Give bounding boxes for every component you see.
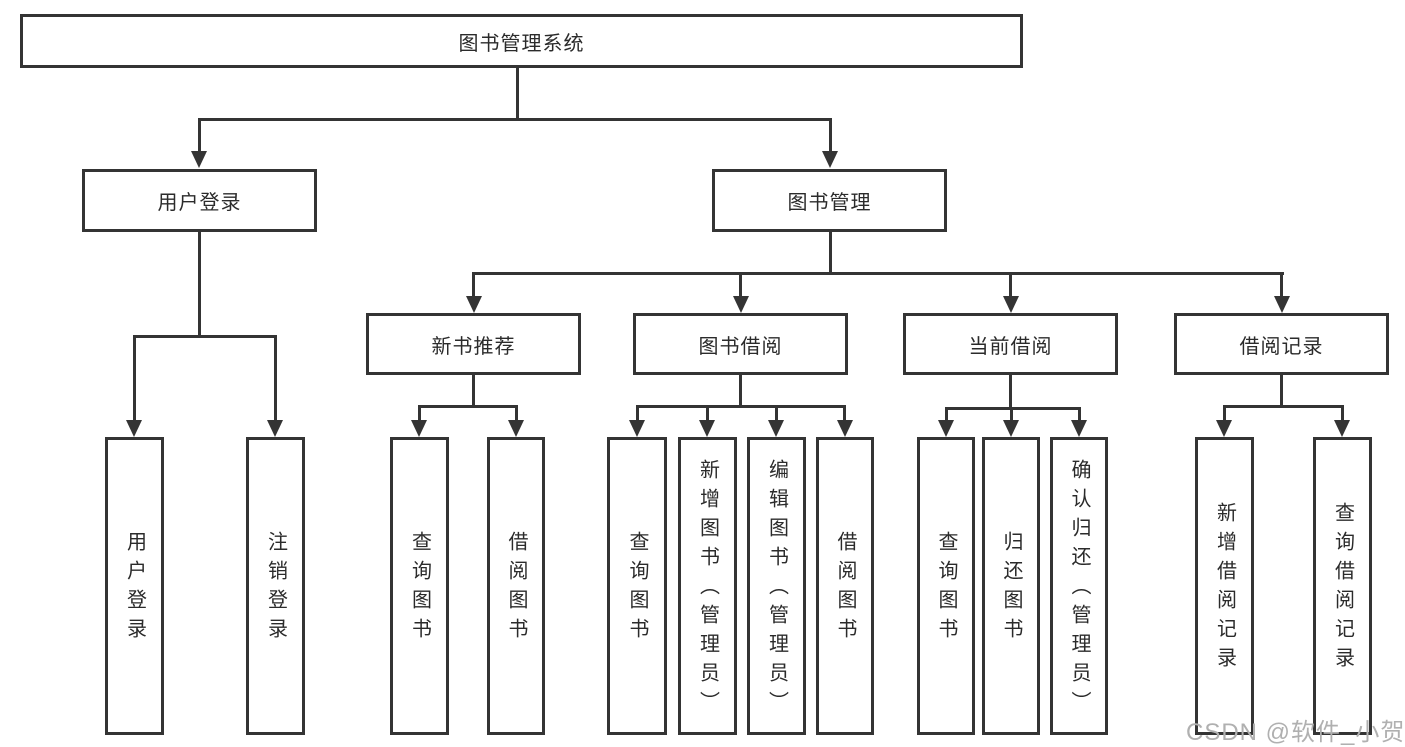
connector-line: [829, 118, 832, 154]
connector-line: [274, 335, 277, 420]
node-query-books-leaf: 查询图书: [917, 437, 975, 735]
connector-line: [1280, 375, 1283, 405]
node-query-borrow-record-leaf: 查询借阅记录: [1313, 437, 1372, 735]
node-borrow-books-leaf: 借阅图书: [487, 437, 545, 735]
connector-line: [1078, 407, 1081, 422]
connector-line: [636, 405, 639, 422]
connector-line: [775, 405, 778, 422]
connector-line: [739, 272, 742, 298]
connector-line: [843, 405, 846, 422]
arrow-down-icon: [768, 420, 784, 437]
arrow-down-icon: [1334, 420, 1350, 437]
node-borrow-record: 借阅记录: [1174, 313, 1389, 375]
node-add-borrow-record-leaf: 新增借阅记录: [1195, 437, 1254, 735]
arrow-down-icon: [466, 296, 482, 313]
connector-line: [1341, 405, 1344, 422]
node-edit-books-admin-leaf: 编辑图书（管理员）: [747, 437, 806, 735]
connector-line: [198, 118, 831, 121]
connector-line: [472, 272, 1284, 275]
connector-line: [636, 405, 846, 408]
node-query-books-leaf: 查询图书: [390, 437, 449, 735]
arrow-down-icon: [1003, 420, 1019, 437]
node-book-borrow: 图书借阅: [633, 313, 848, 375]
arrow-down-icon: [629, 420, 645, 437]
node-query-books-leaf: 查询图书: [607, 437, 667, 735]
connector-line: [472, 272, 475, 298]
connector-line: [706, 405, 709, 422]
arrow-down-icon: [837, 420, 853, 437]
connector-line: [133, 335, 136, 420]
arrow-down-icon: [1274, 296, 1290, 313]
arrow-down-icon: [1216, 420, 1232, 437]
connector-line: [418, 405, 421, 422]
node-add-books-admin-leaf: 新增图书（管理员）: [678, 437, 737, 735]
node-book-management: 图书管理: [712, 169, 947, 232]
arrow-down-icon: [733, 296, 749, 313]
csdn-watermark: CSDN @软件_小贺同学: [1186, 719, 1405, 746]
connector-line: [945, 407, 948, 422]
arrow-down-icon: [508, 420, 524, 437]
arrow-down-icon: [1071, 420, 1087, 437]
node-current-borrow: 当前借阅: [903, 313, 1118, 375]
connector-line: [516, 68, 519, 118]
arrow-down-icon: [267, 420, 283, 437]
connector-line: [1010, 407, 1013, 422]
connector-line: [198, 118, 201, 154]
node-borrow-books-leaf: 借阅图书: [816, 437, 874, 735]
node-new-book-recommend: 新书推荐: [366, 313, 581, 375]
arrow-down-icon: [126, 420, 142, 437]
connector-line: [1223, 405, 1344, 408]
node-user-login-leaf: 用户登录: [105, 437, 164, 735]
node-return-books-leaf: 归还图书: [982, 437, 1040, 735]
arrow-down-icon: [822, 151, 838, 168]
arrow-down-icon: [938, 420, 954, 437]
connector-line: [1009, 375, 1012, 407]
node-root-system: 图书管理系统: [20, 14, 1023, 68]
connector-line: [1280, 272, 1283, 298]
connector-line: [829, 232, 832, 272]
connector-line: [515, 405, 518, 422]
arrow-down-icon: [1003, 296, 1019, 313]
connector-line: [945, 407, 1081, 410]
connector-line: [133, 335, 277, 338]
arrow-down-icon: [191, 151, 207, 168]
connector-line: [1009, 272, 1012, 298]
connector-line: [472, 375, 475, 405]
node-user-login: 用户登录: [82, 169, 317, 232]
arrow-down-icon: [411, 420, 427, 437]
connector-line: [198, 232, 201, 335]
arrow-down-icon: [699, 420, 715, 437]
node-confirm-return-admin-leaf: 确认归还（管理员）: [1050, 437, 1108, 735]
node-logout-leaf: 注销登录: [246, 437, 305, 735]
connector-line: [418, 405, 518, 408]
connector-line: [1223, 405, 1226, 422]
connector-line: [739, 375, 742, 405]
